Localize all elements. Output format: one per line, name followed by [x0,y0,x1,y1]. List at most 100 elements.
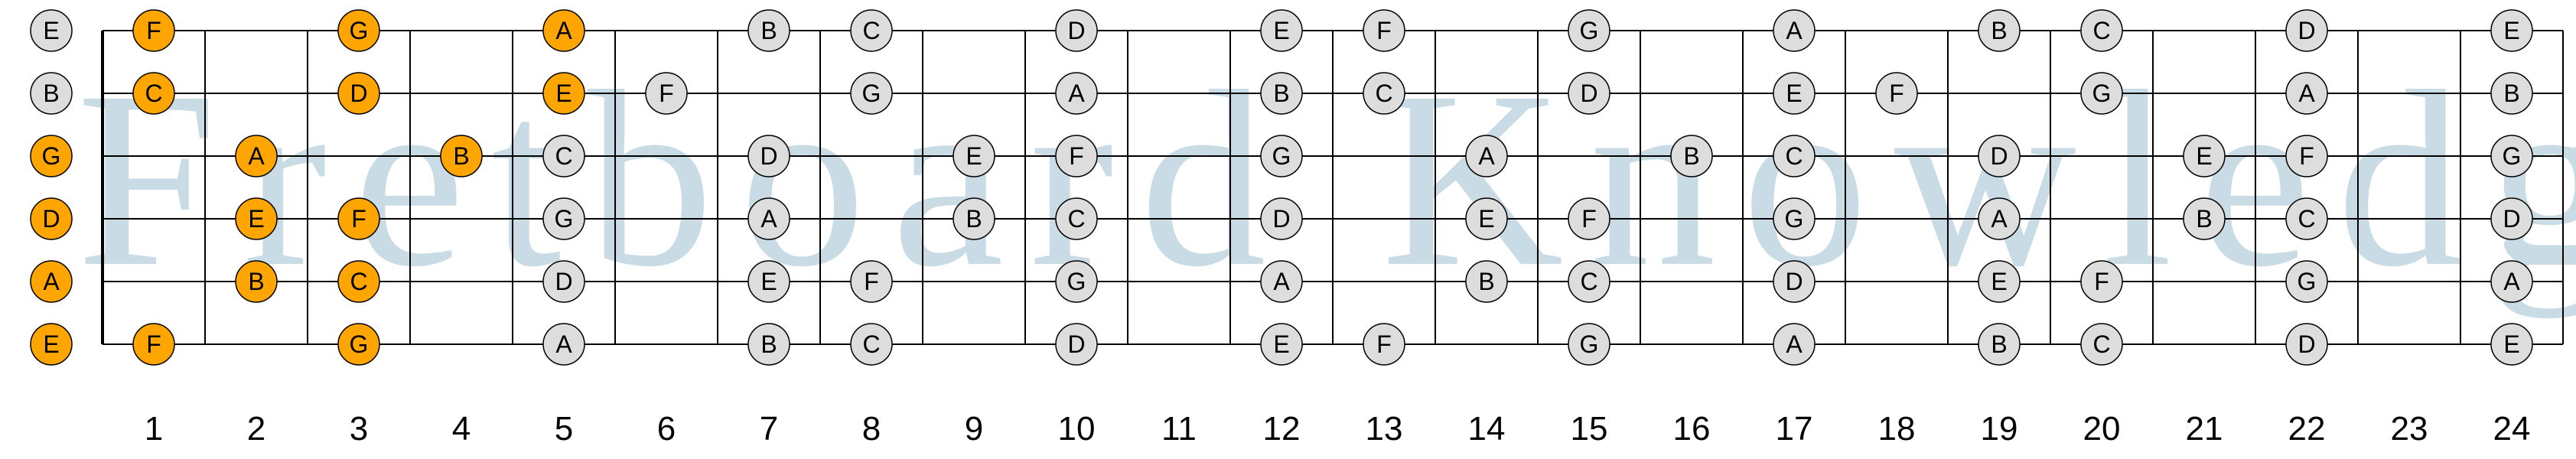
note-circle [1568,197,1610,240]
note-label: C [1375,80,1392,107]
fretboard-grid [101,30,2564,345]
note-label: D [1272,205,1290,233]
note-circle [2285,323,2328,366]
note-marker: A [1055,72,1098,115]
note-marker: D [542,260,585,303]
note-circle [1055,197,1098,240]
note-label: G [42,142,61,170]
note-circle [1773,260,1816,303]
note-circle [1055,135,1098,177]
note-circle [2490,72,2533,115]
fret-number: 9 [965,410,983,448]
note-circle [1670,135,1713,177]
fret-number: 12 [1263,410,1301,448]
note-label: E [1273,330,1289,358]
note-marker: F [1875,72,1918,115]
note-marker: E [953,135,995,177]
note-label: C [2298,205,2315,233]
note-marker: A [2285,72,2328,115]
note-circle [1260,9,1303,52]
note-marker: F [132,9,175,52]
note-circle [30,9,73,52]
note-marker: A [30,260,73,303]
note-label: D [2298,330,2315,358]
note-label: E [1273,17,1289,44]
note-marker: G [1568,9,1610,52]
note-label: D [1067,330,1085,358]
note-label: F [1889,80,1904,107]
note-label: B [248,268,264,295]
note-circle [337,197,380,240]
note-label: F [1581,205,1597,233]
note-circle [2490,260,2533,303]
note-circle [1568,323,1610,366]
note-label: C [555,142,572,170]
note-marker: G [1773,197,1816,240]
note-marker: F [1363,323,1405,366]
note-label: E [2503,17,2519,44]
fret-number: 19 [1981,410,2018,448]
note-circle [850,323,893,366]
note-circle [850,260,893,303]
note-circle [30,72,73,115]
note-circle [2080,260,2123,303]
note-marker: F [1055,135,1098,177]
note-circle [953,197,995,240]
note-marker: A [1773,9,1816,52]
note-circle [1978,323,2021,366]
note-label: F [2299,142,2314,170]
note-circle [1055,9,1098,52]
note-label: A [1068,80,1085,107]
note-circle [235,197,278,240]
fret-number: 11 [1161,410,1197,448]
note-marker: A [1978,197,2021,240]
note-circle [2080,323,2123,366]
note-label: F [146,330,161,358]
note-circle [747,9,790,52]
note-circle [850,72,893,115]
fret-number: 8 [862,410,881,448]
note-label: E [1478,205,1494,233]
note-marker: A [1260,260,1303,303]
note-marker: A [542,323,585,366]
note-label: A [248,142,265,170]
note-circle [1260,323,1303,366]
note-marker: A [1773,323,1816,366]
note-circle [953,135,995,177]
note-marker: C [850,323,893,366]
note-label: G [350,17,369,44]
note-circle [1568,9,1610,52]
note-marker: B [747,9,790,52]
note-marker: D [1055,323,1098,366]
note-marker: E [30,323,73,366]
fret-number: 7 [760,410,778,448]
note-marker: A [235,135,278,177]
note-circle [2080,9,2123,52]
note-label: G [2503,142,2522,170]
note-marker: D [747,135,790,177]
note-marker: F [2080,260,2123,303]
note-marker: B [30,72,73,115]
note-marker: E [747,260,790,303]
note-marker: C [337,260,380,303]
note-label: A [555,17,572,44]
note-label: D [1785,268,1803,295]
note-label: F [864,268,879,295]
note-circle [2183,197,2226,240]
note-circle [747,260,790,303]
note-marker: A [1465,135,1508,177]
note-marker: C [1363,72,1405,115]
note-label: G [555,205,574,233]
note-label: E [248,205,264,233]
note-circle [542,9,585,52]
note-marker: F [132,323,175,366]
note-label: A [555,330,572,358]
fret-number: 17 [1776,410,1813,448]
note-label: F [146,17,161,44]
note-marker: G [2285,260,2328,303]
note-label: E [2503,330,2519,358]
note-circle [850,9,893,52]
note-marker: F [1363,9,1405,52]
note-marker: E [2490,323,2533,366]
